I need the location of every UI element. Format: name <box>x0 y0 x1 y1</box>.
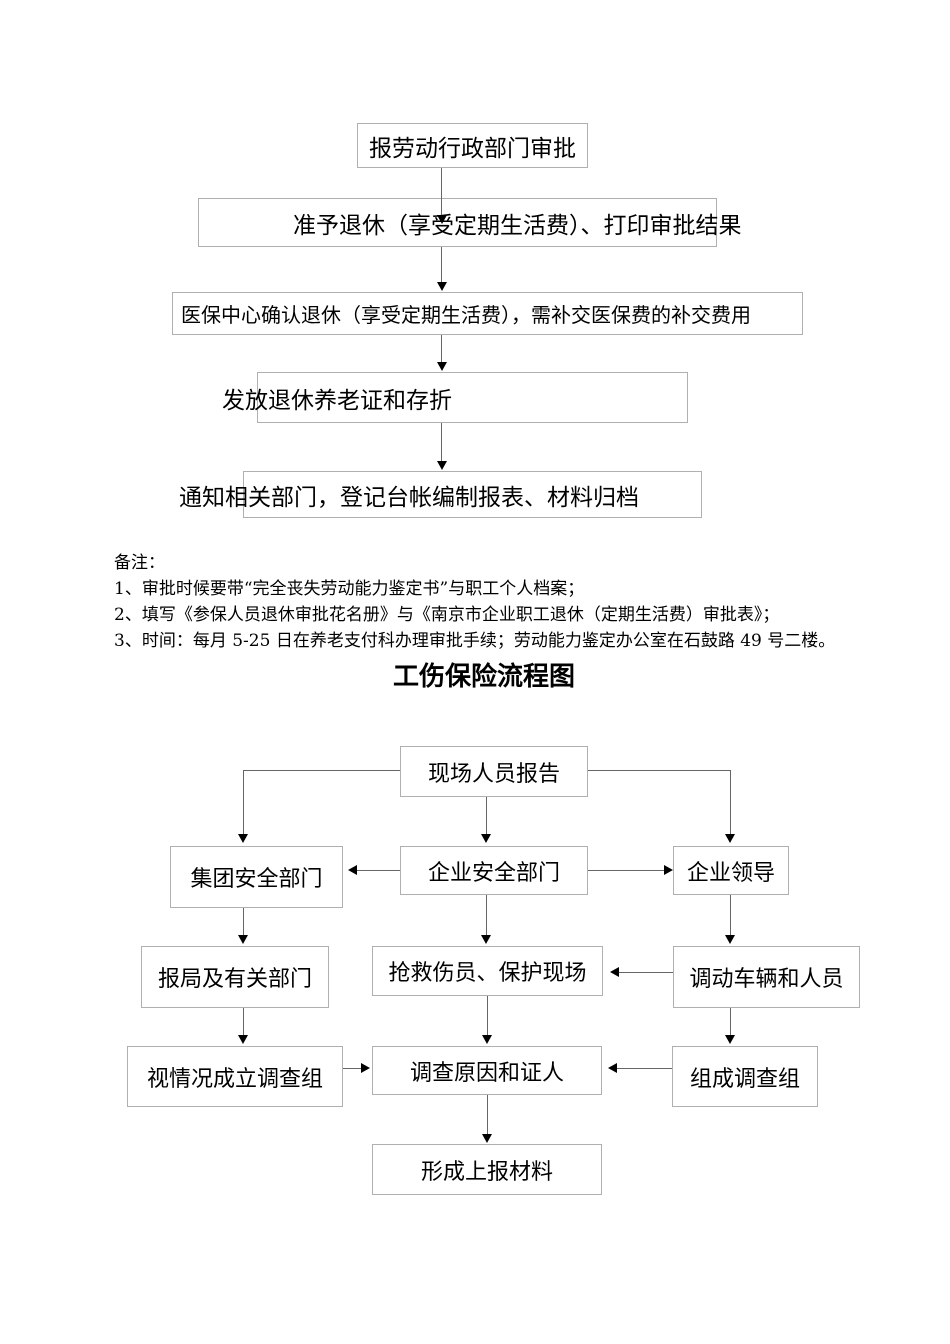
flow1-arrow-down-1 <box>437 215 447 224</box>
flow1-arrow-down-2 <box>437 282 447 291</box>
flow1-node-issue-pension-cert-label: 发放退休养老证和存折 <box>222 387 452 414</box>
flow2-arrow-down-center-4 <box>482 1134 492 1143</box>
flow1-node-report-labor-dept: 报劳动行政部门审批 <box>357 123 588 168</box>
flow2-branch-left <box>243 770 400 771</box>
flow1-connector-2 <box>441 247 442 282</box>
flow2-arrow-down-center-3 <box>482 1035 492 1044</box>
flow1-node-medical-insurance-confirm: 医保中心确认退休（享受定期生活费），需补交医保费的补交费用 <box>172 292 803 335</box>
flow2-drop-center <box>486 797 487 834</box>
flow2-arrow-down-right-3 <box>725 1035 735 1044</box>
flow2-arrow-down-left <box>238 834 248 843</box>
flow2-v-center-3 <box>487 996 488 1035</box>
flow1-arrow-down-4 <box>437 461 447 470</box>
flow1-node-issue-pension-cert <box>257 372 688 423</box>
flow2-hline-to-group-safety <box>357 870 400 871</box>
flow2-drop-right <box>730 770 731 834</box>
flow2-v-right-2 <box>730 895 731 935</box>
flow2-node-investigate-cause-witness: 调查原因和证人 <box>372 1046 602 1095</box>
flow2-hline-formgroup-investigate <box>617 1068 672 1069</box>
flow2-drop-left <box>243 770 244 834</box>
flow2-arrow-down-left-3 <box>238 1035 248 1044</box>
note-item-3: 3、时间：每月 5-25 日在养老支付科办理审批手续；劳动能力鉴定办公室在石鼓路… <box>114 631 836 651</box>
flow2-arrow-down-center <box>481 834 491 843</box>
flow2-v-center-2 <box>486 895 487 935</box>
flow1-node-label: 医保中心确认退休（享受定期生活费），需补交医保费的补交费用 <box>181 303 751 327</box>
flow1-connector-1 <box>441 168 442 215</box>
flow2-arrow-down-left-2 <box>238 935 248 944</box>
flow1-node-label: 准予退休（享受定期生活费）、打印审批结果 <box>293 212 742 239</box>
flow2-node-enterprise-safety-dept: 企业安全部门 <box>400 846 588 895</box>
flow2-branch-right <box>588 770 730 771</box>
flow2-node-onsite-report: 现场人员报告 <box>400 746 588 797</box>
flow2-v-left-3 <box>243 1008 244 1035</box>
flow1-node-label: 报劳动行政部门审批 <box>369 135 576 162</box>
flow2-arrow-left-investigate <box>608 1063 617 1073</box>
flow2-v-left-2 <box>243 908 244 935</box>
flow2-arrow-left-group-safety <box>348 865 357 875</box>
flow2-node-form-report-materials: 形成上报材料 <box>372 1144 602 1195</box>
flow1-node-notify-departments <box>243 471 702 518</box>
flow1-node-notify-departments-label: 通知相关部门，登记台帐编制报表、材料归档 <box>179 484 639 511</box>
flow2-node-enterprise-leaders: 企业领导 <box>673 846 789 895</box>
flow2-arrow-right-leaders <box>664 865 673 875</box>
flow2-arrow-down-right-2 <box>725 935 735 944</box>
flow2-arrow-right-investigate <box>361 1063 370 1073</box>
flow2-node-mobilize-vehicles: 调动车辆和人员 <box>673 946 860 1008</box>
notes-heading: 备注： <box>114 553 165 573</box>
flow2-node-group-safety-dept: 集团安全部门 <box>170 846 343 908</box>
flow2-hline-vehicles-rescue <box>619 972 673 973</box>
flow2-node-report-bureau: 报局及有关部门 <box>141 946 329 1008</box>
flow2-node-rescue-protect-scene: 抢救伤员、保护现场 <box>372 946 603 996</box>
flow2-arrow-down-right <box>725 834 735 843</box>
notes-block: 备注： 1、审批时候要带“完全丧失劳动能力鉴定书”与职工个人档案； 2、填写《参… <box>114 550 835 654</box>
flow2-arrow-left-rescue <box>610 967 619 977</box>
flow1-connector-3 <box>441 335 442 362</box>
flow2-v-center-4 <box>487 1095 488 1134</box>
flow2-arrow-down-center-2 <box>481 935 491 944</box>
flow2-hline-to-leaders <box>588 870 664 871</box>
flow2-v-right-3 <box>730 1008 731 1035</box>
flow2-node-setup-investigation-group: 视情况成立调查组 <box>127 1046 343 1107</box>
note-item-1: 1、审批时候要带“完全丧失劳动能力鉴定书”与职工个人档案； <box>114 579 585 599</box>
flow1-arrow-down-3 <box>437 362 447 371</box>
flow2-node-form-investigation-group: 组成调查组 <box>672 1046 818 1107</box>
flow2-hline-setup-investigate <box>343 1068 361 1069</box>
note-item-2: 2、填写《参保人员退休审批花名册》与《南京市企业职工退休（定期生活费）审批表》； <box>114 605 780 625</box>
section-title: 工伤保险流程图 <box>392 662 576 692</box>
flow1-node-approve-retirement: 准予退休（享受定期生活费）、打印审批结果 <box>198 198 742 247</box>
flow1-connector-4 <box>441 423 442 461</box>
